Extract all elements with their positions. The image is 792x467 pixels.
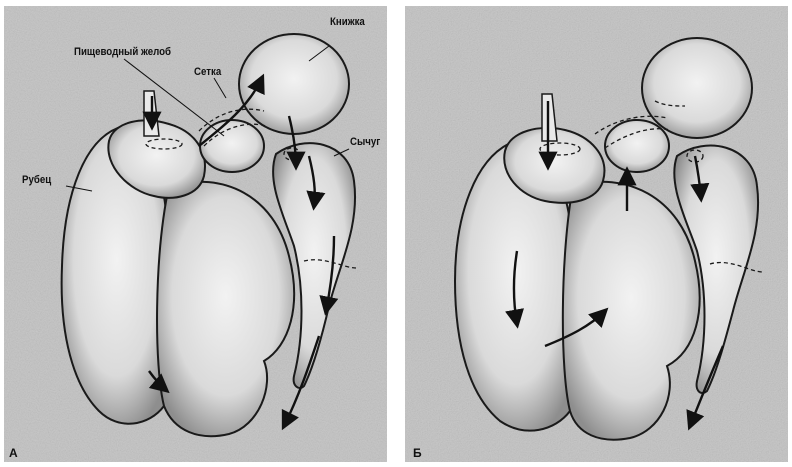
panel-letter: А	[9, 446, 18, 460]
label-esophageal-groove: Пищеводный желоб	[74, 46, 171, 58]
stomach-diagram-b	[405, 6, 788, 462]
label-omasum: Книжка	[330, 16, 365, 28]
label-abomasum: Сычуг	[350, 136, 380, 148]
reticulum	[200, 120, 264, 172]
label-rumen: Рубец	[22, 174, 51, 186]
reticulum	[605, 120, 669, 172]
omasum	[642, 38, 752, 138]
panel-letter: Б	[413, 446, 422, 460]
omasum	[239, 34, 349, 134]
label-reticulum: Сетка	[194, 66, 221, 78]
panel-a: Пищеводный желоб Сетка Книжка Сычуг Рубе…	[4, 6, 387, 462]
panel-b: Б	[405, 6, 788, 462]
